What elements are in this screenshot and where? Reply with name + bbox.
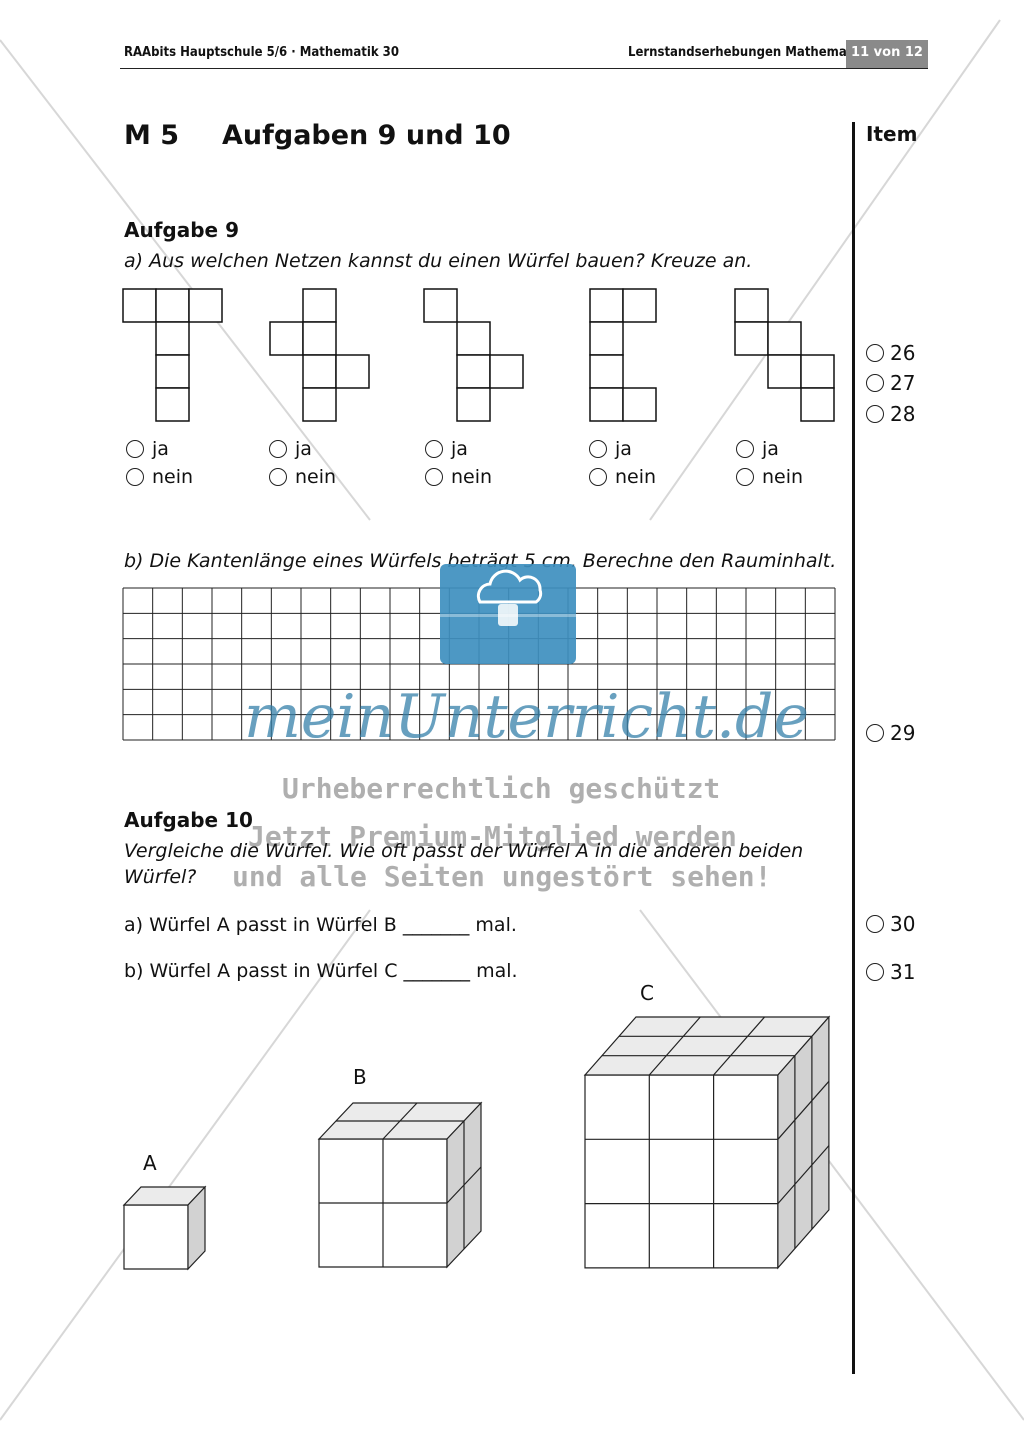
net-1-ja[interactable]: ja	[126, 438, 193, 460]
radio-circle-icon[interactable]	[736, 440, 754, 458]
aufgabe9-heading: Aufgabe 9	[124, 218, 239, 242]
cube-net-4	[589, 288, 657, 422]
radio-circle-icon[interactable]	[269, 468, 287, 486]
item-29[interactable]: 29	[866, 721, 915, 745]
net-5-ja[interactable]: ja	[736, 438, 803, 460]
net-3-options: ja nein	[425, 438, 492, 488]
cube-a-side	[187, 1185, 206, 1271]
item-31[interactable]: 31	[866, 960, 915, 984]
header-topic: Lernstandserhebungen Mathematik	[628, 45, 865, 60]
net-2-options: ja nein	[269, 438, 336, 488]
radio-circle-icon[interactable]	[589, 440, 607, 458]
radio-circle-icon[interactable]	[866, 915, 884, 933]
radio-circle-icon[interactable]	[736, 468, 754, 486]
cube-net-2	[269, 288, 370, 422]
net-4-ja[interactable]: ja	[589, 438, 656, 460]
watermark-brand: meinUnterricht.de	[244, 682, 809, 752]
answer-grid[interactable]	[121, 586, 837, 742]
radio-circle-icon[interactable]	[866, 374, 884, 392]
radio-circle-icon[interactable]	[866, 724, 884, 742]
cube-a-label: A	[143, 1151, 157, 1175]
radio-circle-icon[interactable]	[866, 405, 884, 423]
net-4-options: ja nein	[589, 438, 656, 488]
aufgabe10-heading: Aufgabe 10	[124, 808, 253, 832]
net-3-nein[interactable]: nein	[425, 466, 492, 488]
radio-circle-icon[interactable]	[866, 963, 884, 981]
page-indicator: 11 von 12	[846, 40, 928, 68]
net-5-nein[interactable]: nein	[736, 466, 803, 488]
radio-circle-icon[interactable]	[425, 468, 443, 486]
question-a: a) Würfel A passt in Würfel B _______ ma…	[124, 914, 517, 936]
material-code: M 5	[124, 120, 180, 151]
radio-circle-icon[interactable]	[866, 344, 884, 362]
question-b: b) Würfel A passt in Würfel C _______ ma…	[124, 960, 518, 982]
radio-circle-icon[interactable]	[126, 468, 144, 486]
cube-net-1	[122, 288, 223, 422]
aufgabe9-part-a: a) Aus welchen Netzen kannst du einen Wü…	[124, 250, 753, 272]
item-column-divider	[852, 122, 855, 1374]
cube-net-5	[734, 288, 835, 422]
radio-circle-icon[interactable]	[126, 440, 144, 458]
item-27[interactable]: 27	[866, 371, 915, 395]
cube-c-label: C	[640, 981, 654, 1005]
aufgabe10-text: Vergleiche die Würfel. Wie oft passt der…	[124, 840, 804, 888]
cube-net-3	[423, 288, 524, 422]
net-1-options: ja nein	[126, 438, 193, 488]
item-28[interactable]: 28	[866, 402, 915, 426]
radio-circle-icon[interactable]	[269, 440, 287, 458]
cube-b-label: B	[353, 1065, 367, 1089]
briefcase-cloud-icon	[440, 564, 576, 664]
watermark-line-3: und alle Seiten ungestört sehen!	[232, 860, 772, 893]
net-1-nein[interactable]: nein	[126, 466, 193, 488]
radio-circle-icon[interactable]	[589, 468, 607, 486]
radio-circle-icon[interactable]	[425, 440, 443, 458]
cube-a-front	[123, 1204, 189, 1270]
header-divider	[120, 68, 928, 69]
page-title: Aufgaben 9 und 10	[222, 120, 511, 151]
aufgabe9-part-b: b) Die Kantenlänge eines Würfels beträgt…	[124, 550, 837, 572]
cube-nets	[122, 288, 835, 422]
cube-c-front	[584, 1074, 779, 1269]
item-30[interactable]: 30	[866, 912, 915, 936]
item-26[interactable]: 26	[866, 341, 915, 365]
header-series: RAAbits Hauptschule 5/6 · Mathematik 30	[124, 45, 399, 60]
net-2-nein[interactable]: nein	[269, 466, 336, 488]
net-2-ja[interactable]: ja	[269, 438, 336, 460]
item-column-heading: Item	[866, 122, 918, 146]
net-5-options: ja nein	[736, 438, 803, 488]
net-4-nein[interactable]: nein	[589, 466, 656, 488]
watermark-line-1: Urheberrechtlich geschützt	[282, 772, 721, 805]
watermark-line-2: Jetzt Premium-Mitglied werden	[248, 820, 737, 853]
net-3-ja[interactable]: ja	[425, 438, 492, 460]
